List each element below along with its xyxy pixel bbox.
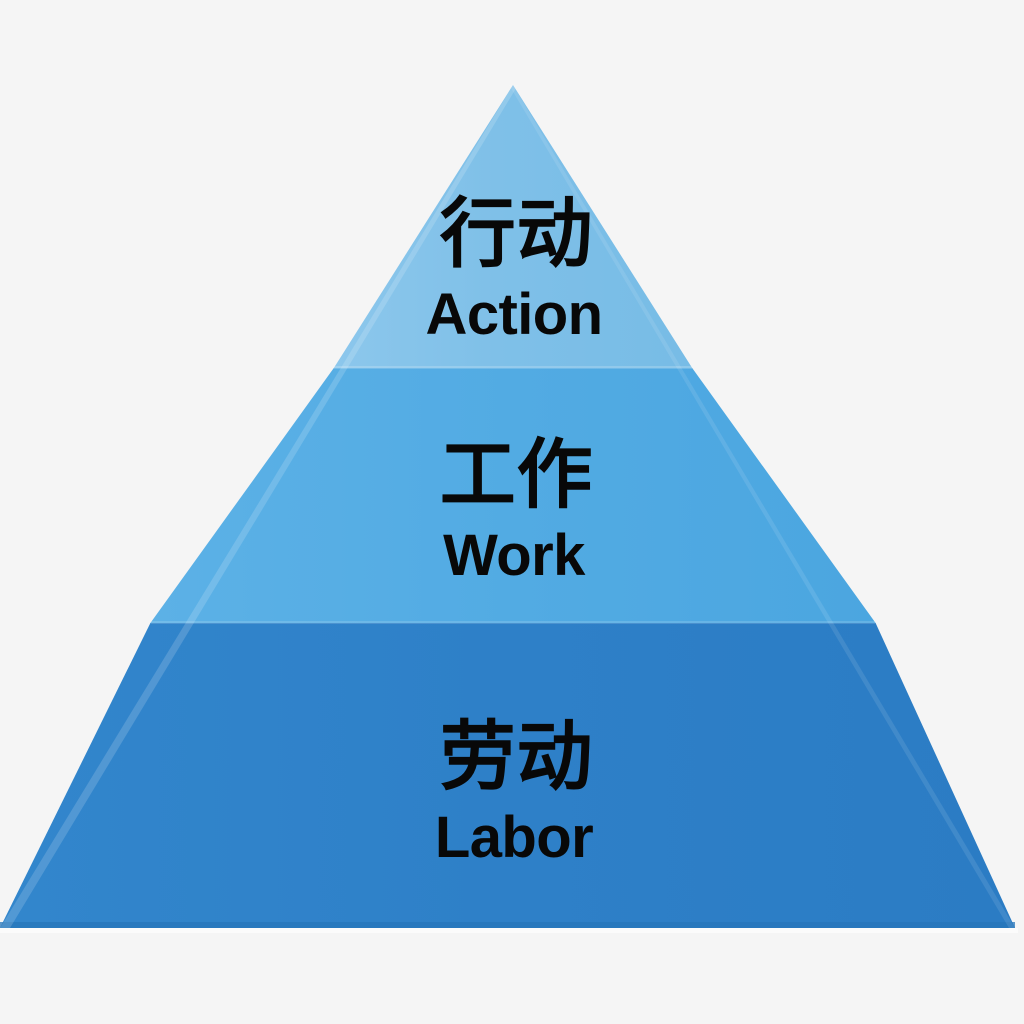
base-highlight <box>0 928 1018 933</box>
pyramid-tier-work <box>150 368 876 623</box>
base-edge-line <box>0 922 1015 928</box>
pyramid-tier-action <box>333 85 693 368</box>
pyramid-tier-labor <box>0 623 1015 928</box>
tier-divider-middle <box>151 621 875 624</box>
right-slope-bevel <box>509 85 1015 928</box>
tier-divider-top <box>334 366 692 369</box>
left-slope-bevel <box>0 85 518 928</box>
